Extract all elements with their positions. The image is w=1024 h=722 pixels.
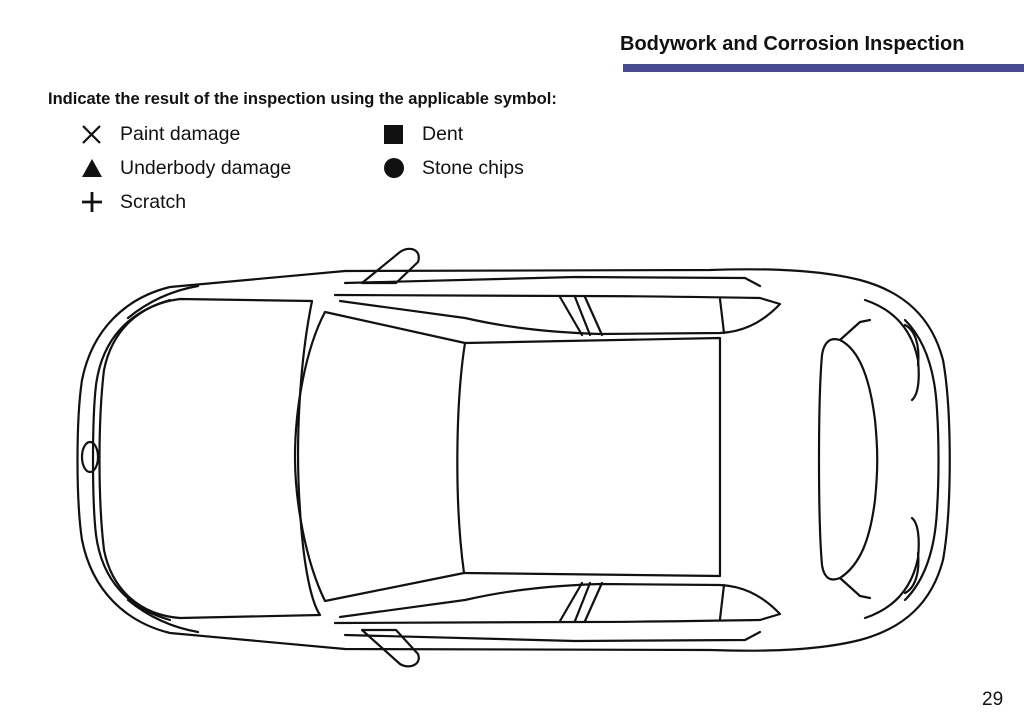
- triangle-icon: [80, 156, 104, 180]
- legend-label: Stone chips: [422, 157, 524, 179]
- circle-icon: [382, 156, 406, 180]
- mirror-top: [360, 247, 420, 285]
- instruction-text: Indicate the result of the inspection us…: [48, 90, 557, 108]
- page-title: Bodywork and Corrosion Inspection: [620, 33, 965, 55]
- hood-outline: [98, 297, 322, 620]
- legend-label: Underbody damage: [120, 157, 292, 179]
- rear-spoiler-top: [863, 298, 920, 402]
- rear-window: [817, 338, 879, 581]
- windshield: [293, 310, 467, 603]
- title-underline-bar: [623, 64, 1024, 72]
- legend-item-underbody-damage: Underbody damage: [80, 156, 291, 180]
- taillight-bottom: [903, 551, 920, 595]
- mirror-bottom: [360, 628, 420, 668]
- rear-window-bottom-edge: [838, 576, 872, 600]
- side-window-bottom: [343, 630, 762, 643]
- square-icon: [382, 122, 406, 146]
- side-door-line-bottom: [333, 582, 782, 625]
- side-door-line-top: [333, 293, 782, 336]
- legend-item-dent: Dent: [382, 122, 463, 146]
- headlight-right: [126, 598, 200, 634]
- rear-bumper-line: [903, 318, 940, 602]
- taillight-top: [903, 323, 920, 367]
- rear-window-top-edge: [838, 318, 872, 342]
- car-body-outline: [76, 268, 951, 652]
- front-emblem: [80, 440, 100, 474]
- roof-outline: [462, 336, 722, 578]
- front-bumper-line: [91, 298, 172, 622]
- rear-spoiler-bottom: [863, 516, 920, 620]
- legend-label: Paint damage: [120, 123, 241, 145]
- legend-label: Scratch: [120, 191, 187, 213]
- headlight-left: [126, 284, 200, 320]
- side-window-top: [343, 275, 762, 288]
- legend-item-scratch: Scratch: [80, 190, 186, 214]
- legend-label: Dent: [422, 123, 464, 145]
- page-number: 29: [982, 689, 1004, 710]
- cross-icon: [80, 122, 104, 146]
- legend-item-stone-chips: Stone chips: [382, 156, 524, 180]
- plus-icon: [80, 190, 104, 214]
- legend-item-paint-damage: Paint damage: [80, 122, 240, 146]
